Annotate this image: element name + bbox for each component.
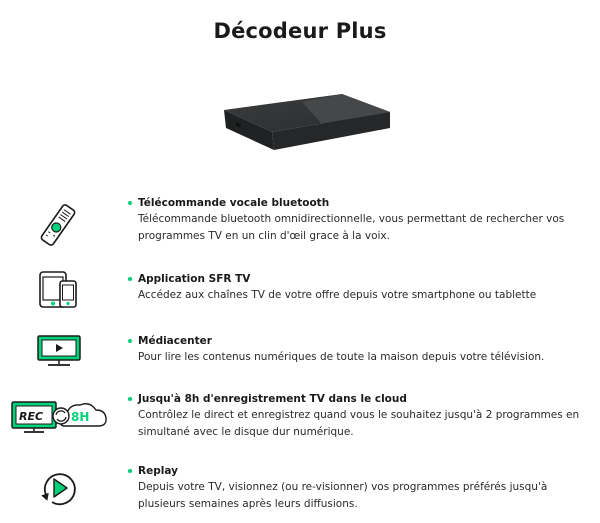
- remote-control-icon: [40, 204, 76, 246]
- page-title: Décodeur Plus: [213, 19, 387, 43]
- replay-icon: [41, 473, 76, 506]
- tablet-phone-icon: [39, 271, 77, 308]
- feature-title: Médiacenter: [128, 334, 588, 349]
- feature-description: Depuis votre TV, visionnez (ou re-vision…: [138, 481, 548, 510]
- feature-description: Pour lire les contenus numériques de tou…: [138, 351, 545, 363]
- feature-description: Contrôlez le direct et enregistrez quand…: [138, 409, 580, 438]
- feature-description: Télécommande bluetooth omnidirectionnell…: [138, 213, 565, 242]
- feature-description: Accédez aux chaînes TV de votre offre de…: [138, 289, 537, 301]
- feature-title: Jusqu'à 8h d'enregistrement TV dans le c…: [128, 392, 588, 407]
- tv-play-icon: [37, 335, 81, 366]
- cloud-recording-icon: REC 8H: [11, 401, 107, 433]
- feature-title: Application SFR TV: [128, 272, 588, 287]
- hours-label: 8H: [71, 410, 89, 424]
- feature-title: Replay: [128, 464, 588, 479]
- decoder-box-image: [224, 94, 390, 150]
- feature-title: Télécommande vocale bluetooth: [128, 196, 588, 211]
- rec-label: REC: [19, 410, 43, 423]
